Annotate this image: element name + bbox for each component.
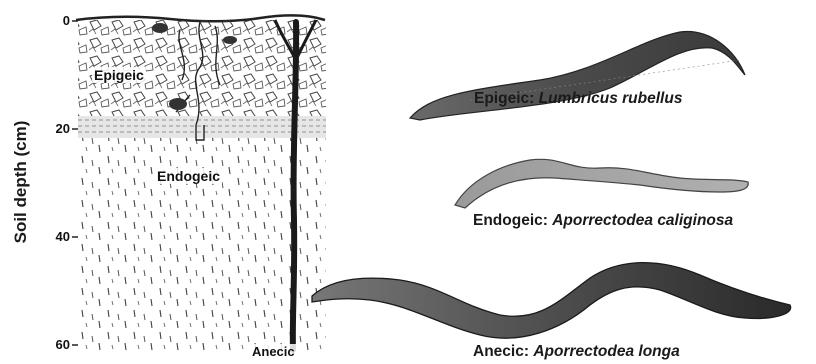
y-tick-0: 0	[42, 13, 70, 28]
y-axis-title: Soil depth (cm)	[11, 117, 35, 247]
caption-epigeic: Epigeic: Lumbricus rubellus	[474, 90, 682, 108]
endogeic-worm-icon	[455, 159, 748, 208]
caption-epigeic-species: Lumbricus rubellus	[539, 90, 683, 107]
y-tick-60: 60	[42, 337, 70, 352]
caption-endogeic-group: Endogeic:	[473, 212, 548, 229]
anecic-worm-icon	[312, 263, 791, 339]
caption-endogeic: Endogeic: Aporrectodea caliginosa	[473, 212, 733, 230]
zone-label-epigeic: Epigeic	[92, 67, 146, 83]
zone-label-endogeic: Endogeic	[155, 168, 222, 184]
zone-label-anecic: Anecic	[250, 344, 297, 359]
caption-anecic: Anecic: Aporrectodea longa	[473, 343, 680, 361]
y-tick-20: 20	[42, 121, 70, 136]
caption-anecic-group: Anecic:	[473, 343, 529, 360]
caption-epigeic-group: Epigeic:	[474, 90, 534, 107]
caption-anecic-species: Aporrectodea longa	[533, 343, 679, 360]
caption-endogeic-species: Aporrectodea caliginosa	[552, 212, 733, 229]
y-tick-40: 40	[42, 229, 70, 244]
